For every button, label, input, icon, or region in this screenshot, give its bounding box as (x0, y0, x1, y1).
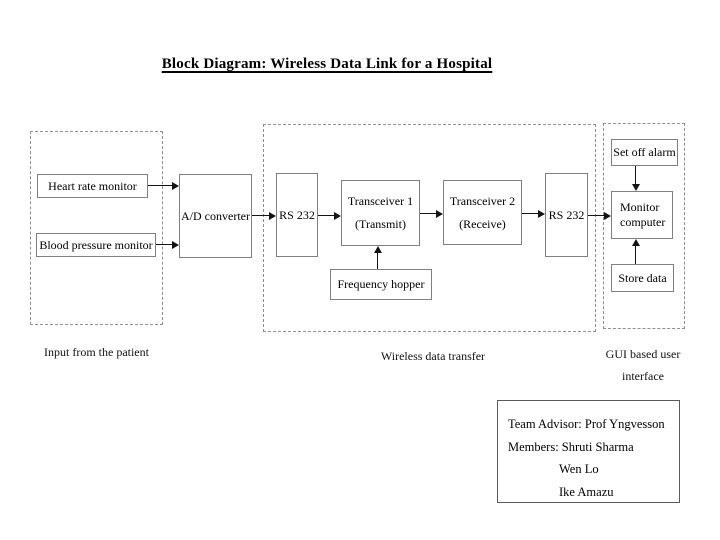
arrow-heart-rate-to-adc (148, 181, 179, 190)
arrow-adc-to-rs232-in (252, 211, 276, 220)
team-member-2: Wen Lo (559, 462, 599, 476)
label-wireless-data-transfer: Wireless data transfer (380, 349, 486, 363)
block-transceiver-1: Transceiver 1 (Transmit) (341, 180, 420, 246)
team-credits-box: Team Advisor: Prof Yngvesson Members: Sh… (497, 400, 680, 503)
team-members: Members: Shruti Sharma (508, 439, 634, 454)
block-monitor-computer-line1: Monitor (620, 200, 660, 214)
label-patient-input: Input from the patient (44, 345, 149, 359)
label-gui-line2: interface (622, 369, 664, 383)
arrow-transceiver1-to-transceiver2 (420, 209, 443, 218)
block-blood-pressure-monitor-label: Blood pressure monitor (39, 237, 153, 252)
block-rs232-out: RS 232 (545, 173, 588, 257)
block-monitor-computer: Monitor computer (611, 191, 673, 239)
block-transceiver-2-line2: (Receive) (459, 216, 506, 231)
block-rs232-out-label: RS 232 (548, 207, 585, 222)
block-ad-converter: A/D converter (179, 174, 252, 258)
block-blood-pressure-monitor: Blood pressure monitor (36, 233, 156, 257)
block-transceiver-2-line1: Transceiver 2 (449, 193, 516, 208)
group-wireless-data-transfer (263, 124, 596, 332)
block-transceiver-1-line2: (Transmit) (355, 217, 406, 231)
team-advisor: Team Advisor: Prof Yngvesson (508, 417, 665, 431)
block-ad-converter-label: A/D converter (181, 208, 250, 223)
arrow-rs232-out-to-monitor-computer (588, 211, 611, 220)
block-transceiver-2: Transceiver 2 (Receive) (443, 180, 522, 245)
arrow-rs232-in-to-transceiver1 (318, 211, 341, 220)
block-set-off-alarm: Set off alarm (611, 139, 678, 166)
block-heart-rate-monitor-label: Heart rate monitor (48, 178, 137, 193)
group-gui-interface (603, 123, 685, 329)
arrow-store-data-to-monitor-computer (631, 239, 640, 264)
block-heart-rate-monitor: Heart rate monitor (37, 174, 148, 198)
group-patient-input (30, 131, 163, 325)
block-store-data: Store data (611, 264, 674, 292)
team-member-3: Ike Amazu (559, 484, 614, 499)
arrow-blood-pressure-to-adc (156, 240, 179, 249)
label-gui-interface: GUI based user interface (593, 347, 693, 384)
block-rs232-in-label: RS 232 (279, 207, 315, 222)
block-set-off-alarm-label: Set off alarm (613, 145, 676, 159)
block-frequency-hopper: Frequency hopper (330, 269, 432, 300)
arrow-frequency-hopper-to-transceiver1 (373, 246, 382, 269)
label-gui-line1: GUI based user (605, 347, 681, 361)
arrow-transceiver2-to-rs232-out (522, 209, 545, 218)
block-frequency-hopper-label: Frequency hopper (337, 277, 425, 291)
block-store-data-label: Store data (618, 270, 667, 285)
slide-title: Block Diagram: Wireless Data Link for a … (161, 56, 493, 72)
block-transceiver-1-line1: Transceiver 1 (347, 194, 414, 208)
block-monitor-computer-line2: computer (620, 215, 666, 229)
block-rs232-in: RS 232 (276, 173, 318, 257)
arrow-set-off-alarm-to-monitor-computer (631, 166, 640, 191)
